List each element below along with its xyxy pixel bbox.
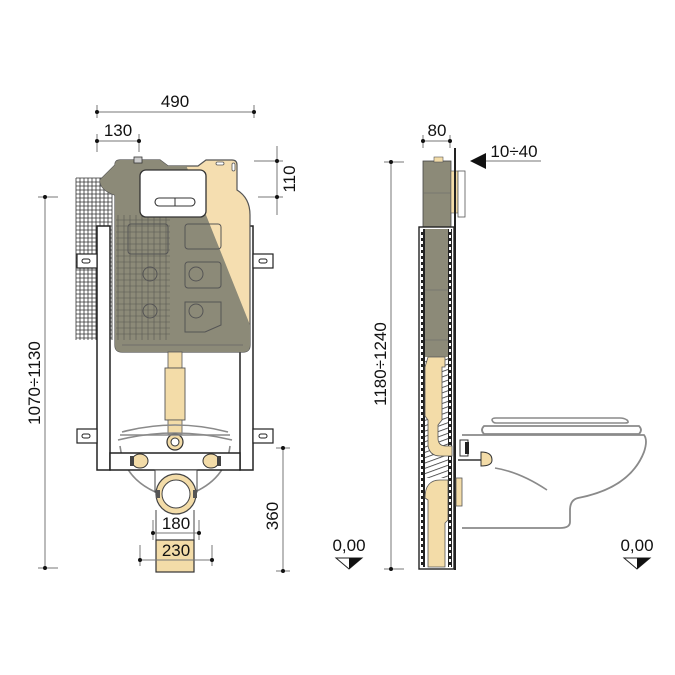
arrow-left-icon [470, 153, 486, 169]
dim-label-80: 80 [428, 121, 447, 140]
wall-bracket-right-upper [252, 253, 274, 269]
wall-bracket-right-lower [252, 428, 274, 444]
dimension-1070-1130: 1070÷1130 [25, 195, 58, 570]
dimension-360: 360 [263, 446, 290, 573]
cistern-tank [99, 156, 251, 353]
wall-bracket-left-upper [76, 253, 98, 269]
level-label-side: 0,00 [620, 536, 653, 555]
flush-pipe [164, 351, 186, 451]
level-mark-side: 0,00 [620, 536, 653, 555]
cistern-side [422, 160, 452, 230]
dimension-110: 110 [254, 146, 299, 215]
dimension-1180-1240: 1180÷1240 [371, 160, 404, 571]
valve-side-icon [433, 156, 444, 163]
dim-label-1070-1130: 1070÷1130 [25, 341, 44, 425]
dimension-130: 130 [95, 121, 141, 152]
dimension-230: 230 [138, 541, 214, 566]
valve-icon [133, 156, 143, 164]
level-triangle-front-icon [334, 557, 364, 570]
dim-label-110: 110 [280, 165, 299, 192]
dim-label-180: 180 [162, 514, 190, 533]
dimension-180: 180 [151, 514, 201, 540]
bolt-left-icon [131, 453, 149, 469]
dim-label-10-40: 10÷40 [490, 142, 537, 161]
wall-bracket-left-lower [76, 428, 98, 444]
flush-plate-opening [139, 169, 207, 218]
level-mark-front: 0,00 [332, 536, 365, 555]
front-view: 490 130 110 1070÷1130 [25, 92, 366, 573]
dim-label-490: 490 [161, 92, 189, 111]
side-view: 80 10÷40 1180÷1240 0,00 [371, 121, 654, 571]
bolt-right-icon [202, 453, 220, 469]
frame-post-left [96, 225, 111, 471]
dim-label-230: 230 [162, 541, 190, 560]
frame-side [418, 148, 456, 570]
dimension-10-40: 10÷40 [470, 142, 541, 169]
dim-label-130: 130 [104, 121, 132, 140]
level-label-front: 0,00 [332, 536, 365, 555]
level-triangle-side-icon [622, 557, 652, 570]
dimension-80: 80 [421, 121, 452, 148]
dim-label-1180-1240: 1180÷1240 [371, 322, 390, 406]
dim-label-360: 360 [263, 502, 282, 530]
dimension-490: 490 [95, 92, 256, 118]
toilet-bowl-side [462, 417, 647, 529]
connector-side [455, 439, 493, 507]
